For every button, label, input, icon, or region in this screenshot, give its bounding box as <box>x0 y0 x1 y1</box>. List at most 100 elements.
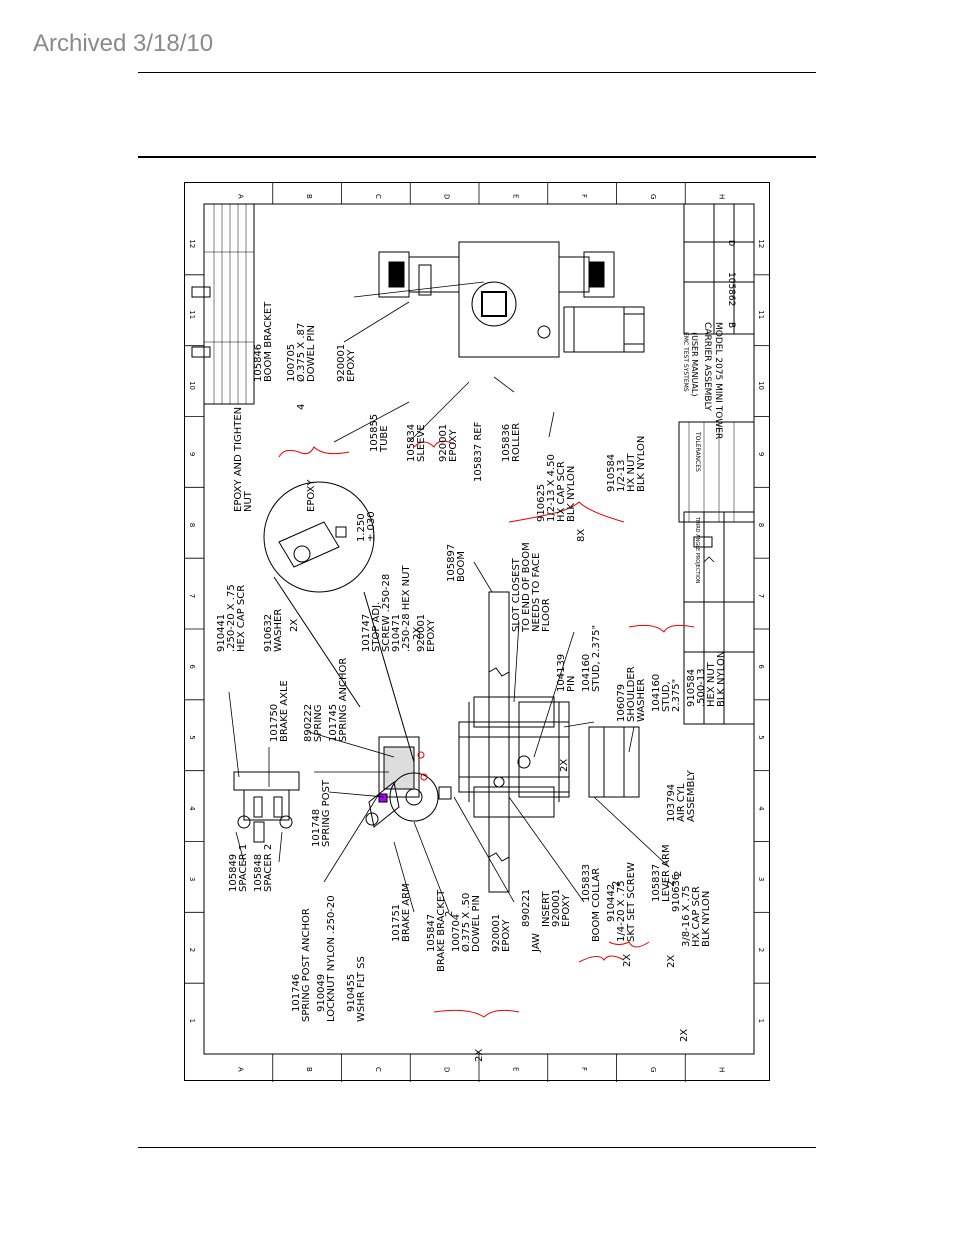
callout-c920001e: 920001 <box>551 889 562 927</box>
grid-col-label: 10 <box>188 381 196 390</box>
callout-c910584d: BLK NYLON <box>636 436 647 492</box>
callout-c910632b: WASHER <box>273 609 284 652</box>
quantity-marker: 2 <box>444 911 455 917</box>
callout-c100704: 100704 <box>451 914 462 952</box>
callout-c105849: 105849 <box>228 854 239 892</box>
callout-c100704c: DOWEL PIN <box>471 895 482 952</box>
callout-dim: 1.250 <box>356 513 367 542</box>
grid-col-label: 9 <box>188 452 196 456</box>
grid-col-label: 12 <box>757 239 765 248</box>
callout-slot2: TO END OF BOOM <box>521 542 532 633</box>
callout-c104160: 104160 <box>581 654 592 692</box>
footer-rule <box>138 1147 816 1148</box>
callout-c910632: 910632 <box>263 614 274 652</box>
grid-row-label: D <box>443 194 451 199</box>
grid-col-label: 7 <box>757 594 765 598</box>
quantity-marker: 2X <box>666 955 677 968</box>
callout-c910471b: .250-28 HEX NUT <box>401 565 412 652</box>
callout-c105833: 105833 <box>581 864 592 902</box>
quantity-marker: 2 <box>611 881 622 887</box>
callout-c101747c: SCREW .250-28 <box>381 574 392 652</box>
callout-c910625d: BLK NYLON <box>566 466 577 522</box>
grid-row-label: F <box>580 1067 588 1071</box>
grid-col-label: 4 <box>188 806 196 811</box>
grid-col-label: 5 <box>188 735 196 739</box>
grid-row-label: A <box>236 1067 244 1072</box>
grid-row-label: B <box>305 1067 313 1072</box>
callout-c101750: 101750 <box>269 704 280 742</box>
callout-c100705: 100705 <box>286 344 297 382</box>
callout-c104139b: PIN <box>566 676 577 692</box>
callout-c100704b: Ø.375 X .50 <box>460 893 472 952</box>
callout-slot1: SLOT CLOSEST <box>511 557 522 632</box>
callout-c910636b: 3/8-16 X .75 <box>681 885 692 947</box>
callout-c101751b: BRAKE ARM <box>401 883 412 942</box>
grid-col-label: 12 <box>188 239 196 248</box>
revision-block <box>191 203 255 405</box>
callout-c890221: 890221 <box>521 889 532 927</box>
grid-col-label: 9 <box>757 452 765 456</box>
callout-c910625b: 1/2-13 X 4.50 <box>546 454 557 522</box>
callout-c101748: 101748 <box>311 809 322 847</box>
callout-c100705b: Ø.375 X .87 <box>295 323 307 382</box>
callout-dim2: ±.030 <box>366 511 377 542</box>
callout-c890222: 890222 <box>303 704 314 742</box>
quantity-marker: 2X <box>289 619 300 632</box>
brake-axle-view <box>233 771 300 843</box>
callout-epoxy_nut2: NUT <box>243 490 254 512</box>
grid-row-label: G <box>649 1067 657 1072</box>
callout-c105836: 105836 <box>501 424 512 462</box>
leader-lines <box>228 281 715 913</box>
title-tolerances: TOLERANCES <box>694 431 701 472</box>
callout-c105897b: BOOM <box>456 551 467 582</box>
grid-row-label: B <box>305 194 313 199</box>
grid-row-label: E <box>511 1067 519 1071</box>
callout-c910471: 910471 <box>391 614 402 652</box>
header-rule <box>138 156 816 158</box>
callout-c920001cb: EPOXY <box>448 429 459 462</box>
callout-c101745: 101745 <box>328 704 339 742</box>
callout-c910442: 910442 <box>606 884 617 922</box>
brake-assembly <box>365 736 452 828</box>
grid-row-label: H <box>718 194 726 199</box>
callout-c105848b: SPACER 2 <box>263 844 274 892</box>
callout-c910636c: HX CAP SCR <box>691 886 702 947</box>
quantity-marker: 2 <box>666 881 677 887</box>
callout-c105837ref: 105837 REF <box>473 421 484 482</box>
callout-c103794c: ASSEMBLY <box>686 769 697 822</box>
callout-c890221c: INSERT <box>541 891 552 927</box>
grid-col-label: 6 <box>757 664 765 669</box>
callout-c105848: 105848 <box>253 854 264 892</box>
callout-c910455b: WSHR FLT SS <box>356 956 367 1022</box>
callout-c910441b: .250-20 X .75 <box>226 584 237 652</box>
callout-c910625c: HX CAP SCR <box>556 461 567 522</box>
callout-c105846b: BOOM BRACKET <box>263 301 274 382</box>
grid-row-label: A <box>236 194 244 199</box>
quantity-marker: 2X <box>412 627 423 640</box>
grid-col-label: 3 <box>757 877 765 881</box>
grid-col-label: 4 <box>757 806 765 811</box>
grid-col-label: 3 <box>188 877 196 881</box>
callout-epoxy_nut: EPOXY AND TIGHTEN <box>233 407 244 512</box>
callout-c105836b: ROLLER <box>511 423 522 462</box>
quantity-marker: 2X <box>622 954 633 967</box>
callout-c920001bb: EPOXY <box>346 349 357 382</box>
callout-c105834b: SLEEVE <box>416 424 427 462</box>
callout-c101751: 101751 <box>391 904 402 942</box>
callout-c105834: 105834 <box>406 424 417 462</box>
callout-c101746: 101746 <box>291 974 302 1012</box>
grid-col-label: 6 <box>188 664 196 669</box>
grid-col-label: 8 <box>188 523 196 527</box>
quantity-marker: 2X <box>679 1029 690 1042</box>
grid-row-label: C <box>374 194 382 199</box>
callout-c890221b: JAW <box>531 933 542 953</box>
grid-row-label: H <box>718 1067 726 1072</box>
callout-c910584b: 1/2-13 <box>616 460 627 492</box>
grid-row-label: C <box>374 1067 382 1072</box>
grid-col-label: 10 <box>757 381 765 390</box>
title-size: D <box>727 240 736 246</box>
grid-row-label: D <box>443 1067 451 1072</box>
title-line1: CARRIER ASSEMBLY <box>702 322 712 411</box>
callout-c105837: 105837 <box>651 864 662 902</box>
callout-c106079b: SHOULDER <box>626 666 637 722</box>
